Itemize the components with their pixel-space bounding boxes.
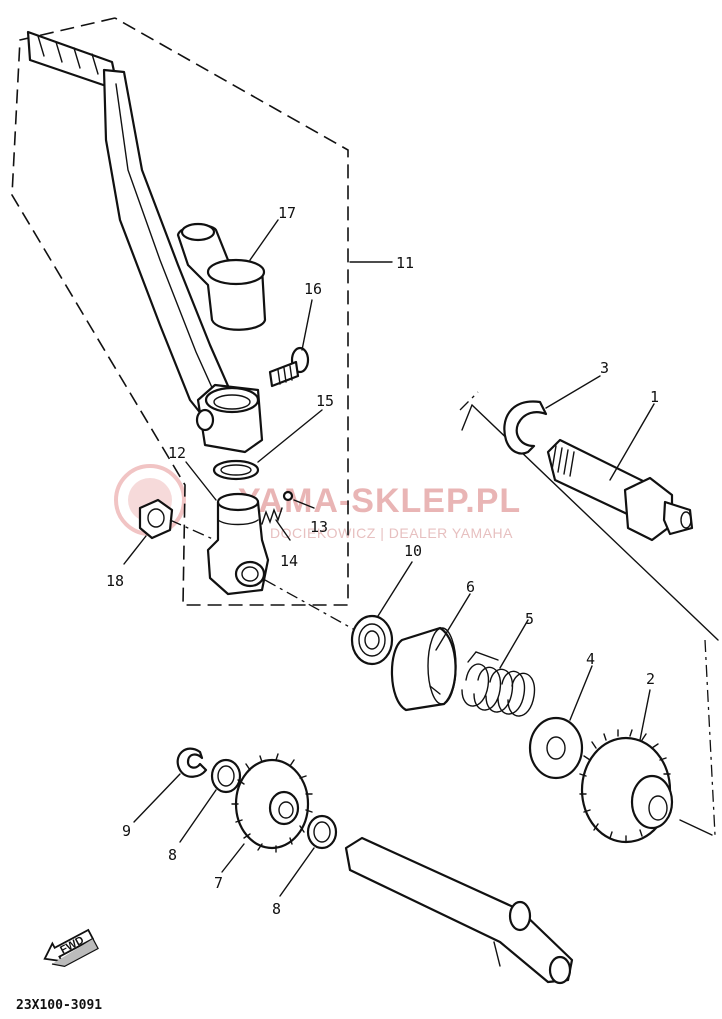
part-16-bolt	[268, 346, 310, 388]
part-2-ratchet-gear	[579, 729, 674, 844]
part-1-kick-shaft	[546, 438, 694, 542]
diagram-code: 23X100-3091	[16, 998, 102, 1013]
part-9-circlip	[176, 747, 208, 778]
kick-lever-arm	[26, 30, 264, 454]
watermark-brand: YAMA-SKLEP.PL	[238, 482, 521, 520]
callout-1: 1	[650, 388, 659, 406]
part-5-torsion-spring	[461, 651, 536, 717]
callout-6: 6	[466, 578, 475, 596]
part-7-idler-gear	[231, 753, 313, 853]
alignment-lines	[169, 391, 716, 836]
leader-lines	[123, 219, 655, 897]
callout-2: 2	[646, 670, 655, 688]
callout-8-lower: 8	[272, 900, 281, 918]
fwd-arrow-icon: FWD	[43, 928, 99, 968]
main-axle	[344, 836, 574, 985]
callout-5: 5	[525, 610, 534, 628]
callout-16: 16	[304, 280, 322, 298]
part-12-kick-boss	[206, 492, 270, 596]
callout-13: 13	[310, 518, 328, 536]
part-6-spring-guide	[390, 626, 457, 712]
callout-4: 4	[586, 650, 595, 668]
part-3-circlip	[503, 400, 548, 455]
part-4-washer	[528, 716, 584, 780]
part-10-oil-seal	[350, 614, 394, 666]
part-8-washer-upper	[210, 758, 242, 794]
part-13-ball	[282, 490, 294, 502]
callout-17: 17	[278, 204, 296, 222]
part-18-nut	[138, 498, 174, 540]
callout-15: 15	[316, 392, 334, 410]
callout-7: 7	[214, 874, 223, 892]
callout-10: 10	[404, 542, 422, 560]
part-15-o-ring	[212, 459, 260, 481]
callout-8-upper: 8	[168, 846, 177, 864]
callout-3: 3	[600, 359, 609, 377]
callout-11: 11	[396, 254, 414, 272]
part-17-boss	[176, 222, 267, 331]
callouts: 1 2 3 4 5 6 7 8 8 9 10 11 12 13 14 15 16…	[106, 204, 659, 918]
callout-12: 12	[168, 444, 186, 462]
watermark: YAMA-SKLEP.PL DOCIEKOWICZ | DEALER YAMAH…	[114, 464, 521, 541]
callout-9: 9	[122, 822, 131, 840]
callout-14: 14	[280, 552, 298, 570]
part-8-washer-lower	[306, 814, 338, 850]
watermark-subtitle: DOCIEKOWICZ | DEALER YAMAHA	[270, 525, 513, 541]
callout-18: 18	[106, 572, 124, 590]
part-14-spring	[261, 507, 283, 525]
